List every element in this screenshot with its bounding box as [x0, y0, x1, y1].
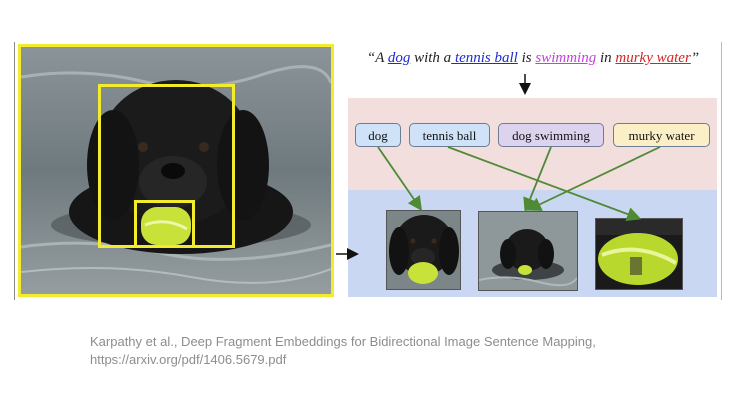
word-swimming: swimming: [535, 50, 597, 66]
word-murky-water: murky water: [615, 50, 691, 66]
figure-frame: [14, 42, 722, 300]
arrow-water-to-crop: [526, 146, 661, 211]
image-fragment-dog-swimming: [478, 211, 578, 291]
tennis-ball-bounding-box: [134, 200, 195, 248]
image-fragment-murky-water: [595, 218, 683, 290]
fragment-chip-dog: dog: [355, 123, 401, 147]
caption-line-2: https://arxiv.org/pdf/1406.5679.pdf: [90, 352, 287, 367]
fragment-label: murky water: [628, 128, 695, 143]
sentence: “A dog with a tennis ball is swimming in…: [346, 50, 720, 67]
dog-swimming-crop-illustration: [479, 212, 577, 290]
fragment-label: dog: [368, 128, 388, 143]
word-dog: dog: [387, 50, 411, 66]
fragment-chip-dog-swimming: dog swimming: [498, 123, 604, 147]
fragment-label: dog swimming: [512, 128, 590, 143]
tennis-ball-crop-illustration: [596, 219, 682, 289]
word-tennis-ball: tennis ball: [451, 50, 518, 66]
fragment-chip-murky-water: murky water: [613, 123, 710, 147]
dog-crop-illustration: [387, 211, 460, 289]
sentence-close: ”: [690, 50, 700, 66]
arrow-dog-to-crop: [377, 146, 423, 211]
citation-caption: Karpathy et al., Deep Fragment Embedding…: [90, 333, 596, 369]
sentence-is: is: [517, 50, 536, 66]
arrow-ball-to-crop: [447, 146, 642, 221]
fragment-chip-tennis-ball: tennis ball: [409, 123, 490, 147]
sentence-with-a: with a: [410, 50, 452, 66]
sentence-in: in: [596, 50, 616, 66]
dog-swimming-photo: [18, 44, 334, 297]
sentence-open: “A: [366, 50, 388, 66]
caption-line-1: Karpathy et al., Deep Fragment Embedding…: [90, 334, 596, 349]
image-fragment-dog: [386, 210, 461, 290]
fragment-label: tennis ball: [422, 128, 477, 143]
